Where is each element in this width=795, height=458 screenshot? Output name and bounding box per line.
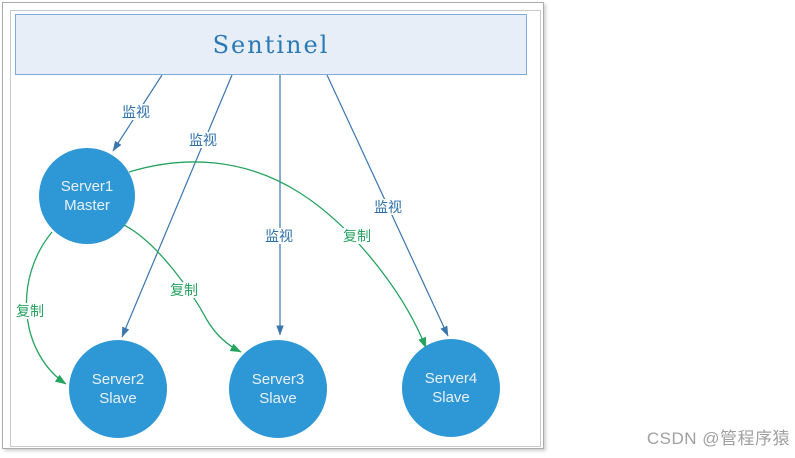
edge-label-replicate-server2: 复制 [15, 303, 45, 319]
node-name-server3: Server3 [251, 371, 305, 388]
node-label-server2: Server2 Slave [92, 370, 145, 408]
sentinel-box: Sentinel [15, 14, 527, 75]
edge-label-replicate-server4: 复制 [342, 228, 372, 244]
node-label-server1: Server1 Master [61, 177, 114, 215]
node-label-server3: Server3 Slave [252, 370, 305, 408]
edge-label-monitor-server4: 监视 [373, 199, 403, 215]
edge-label-monitor-server3: 监视 [264, 228, 294, 244]
node-circle-server4-slave [402, 339, 500, 437]
node-circle-server1-master [39, 148, 135, 244]
watermark: CSDN @管程序猿 [646, 429, 790, 448]
node-name-server1: Server1 [60, 178, 114, 195]
node-role-server2: Slave [99, 390, 137, 407]
replicate-arrow-server1-server4 [128, 161, 427, 349]
node-role-server3: Slave [259, 390, 297, 407]
edge-label-replicate-server3: 复制 [169, 282, 199, 298]
node-name-server2: Server2 [91, 371, 145, 388]
node-role-server4: Slave [432, 389, 470, 406]
replicate-arrow-server1-server3 [123, 224, 242, 353]
edge-label-monitor-server1: 监视 [121, 104, 151, 120]
monitor-arrow-sentinel-server2 [121, 74, 233, 338]
edge-label-monitor-server2: 监视 [188, 132, 218, 148]
node-circle-server3-slave [229, 340, 327, 438]
node-role-server1: Master [64, 197, 110, 214]
sentinel-title: Sentinel [212, 30, 330, 59]
node-circle-server2-slave [69, 340, 167, 438]
node-name-server4: Server4 [424, 370, 478, 387]
node-label-server4: Server4 Slave [425, 369, 478, 407]
